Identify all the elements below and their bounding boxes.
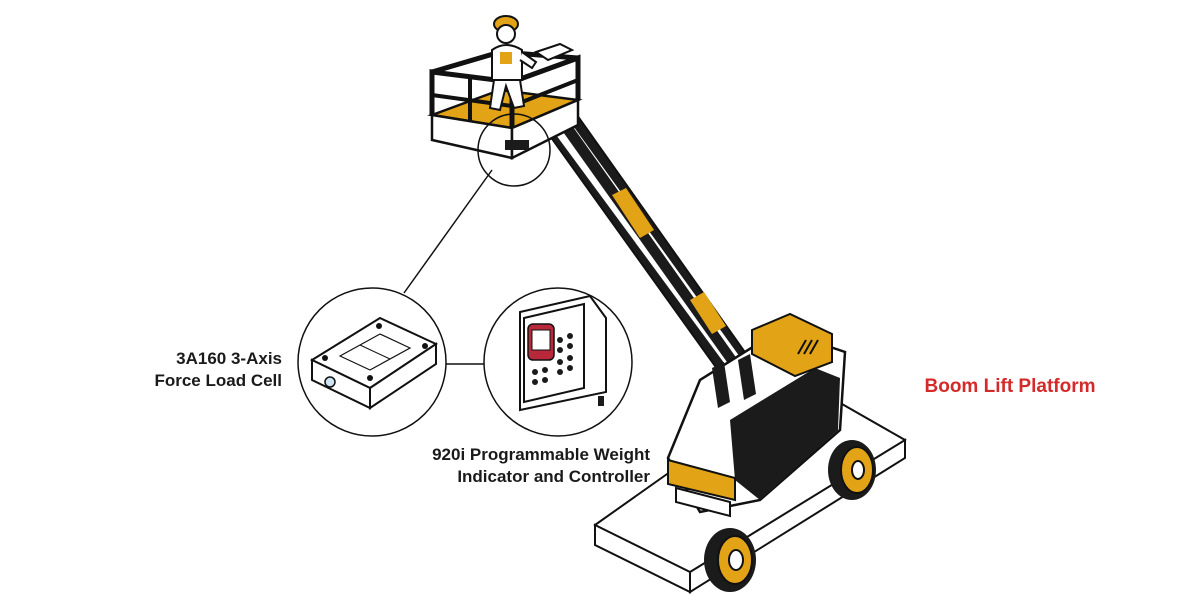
indicator-label-line-1: 920i Programmable Weight [432,445,650,464]
load-cell-inset [297,287,447,437]
indicator-label: 920i Programmable Weight Indicator and C… [400,444,650,488]
diagram-title: Boom Lift Platform [924,376,1096,397]
callout-lines [403,169,493,365]
load-cell-label-line-2: Force Load Cell [154,371,282,390]
indicator-inset [483,287,633,437]
front-wheel [704,528,756,592]
rear-wheel [828,440,876,500]
worker-figure [488,15,538,112]
load-cell-label: 3A160 3-Axis Force Load Cell [120,348,282,392]
platform-zoom-circle [477,113,551,187]
indicator-label-line-2: Indicator and Controller [457,467,650,486]
lift-vehicle [666,312,847,518]
boom-arm [538,106,768,400]
load-cell-label-line-1: 3A160 3-Axis [176,349,282,368]
